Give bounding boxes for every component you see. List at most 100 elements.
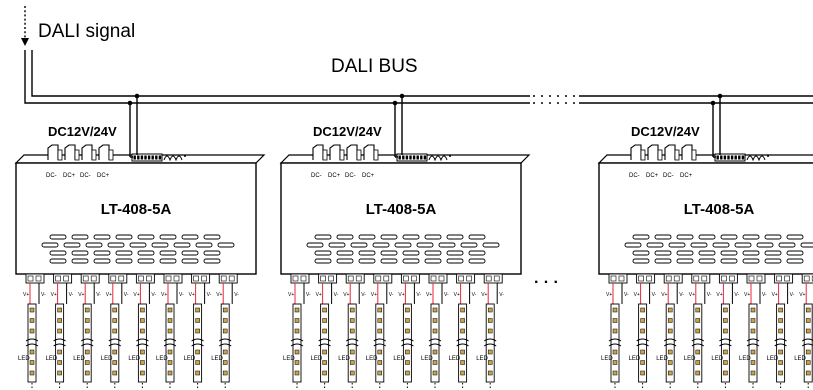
- led-chip-icon: [57, 328, 62, 334]
- strip-cut-icon: [290, 338, 304, 347]
- led-chip-icon: [750, 318, 756, 323]
- output-terminal: [290, 273, 310, 284]
- led-chip-icon: [112, 328, 118, 334]
- led-chip-icon: [195, 307, 200, 313]
- output-terminal: [191, 273, 211, 284]
- vplus-label: V+: [51, 292, 57, 298]
- led-chip-icon: [84, 328, 90, 334]
- led-strip: LED: [283, 303, 304, 390]
- led-chip-icon: [195, 370, 200, 376]
- dc-terminal-label: DC+: [63, 173, 76, 179]
- led-chip-icon: [405, 370, 410, 376]
- vent-slot: [380, 258, 398, 264]
- led-chip-icon: [778, 307, 783, 313]
- led-chip-icon: [432, 318, 438, 323]
- led-strip-body: [748, 303, 758, 383]
- led-chip-icon: [750, 328, 756, 334]
- led-chip-icon: [640, 318, 645, 323]
- led-chip-icon: [460, 349, 465, 355]
- vent-slot: [446, 258, 464, 264]
- vent-slot: [416, 242, 434, 248]
- vent-slot: [115, 250, 133, 256]
- vent-slot: [468, 258, 486, 264]
- vent-slot: [632, 258, 650, 264]
- led-chip-icon: [432, 360, 438, 365]
- led-chip-icon: [432, 349, 438, 355]
- led-label: LED: [366, 356, 378, 362]
- led-chip-icon: [322, 307, 327, 313]
- vent-slot: [328, 242, 346, 248]
- led-chip-icon: [640, 370, 645, 376]
- led-strip: LED: [46, 303, 66, 390]
- led-chip-icon: [667, 318, 673, 323]
- led-chip-icon: [805, 349, 811, 355]
- vent-slot: [159, 258, 177, 264]
- terminal-screw: [347, 275, 354, 282]
- controller-unit-2: DC12V/24VDC-DC+DC-DC+LT-408-5AV+V-LEDV+V…: [279, 96, 531, 390]
- output-terminal: [135, 273, 155, 284]
- vent-slot: [424, 234, 442, 240]
- led-chip-icon: [460, 370, 465, 376]
- led-chip-icon: [349, 328, 355, 334]
- vent-slot: [654, 250, 672, 256]
- led-label: LED: [101, 356, 113, 362]
- terminal-screw: [383, 275, 390, 282]
- led-chip-icon: [487, 328, 493, 334]
- led-chip-icon: [612, 307, 618, 313]
- terminal-screw: [82, 275, 89, 282]
- vplus-label: V+: [106, 292, 112, 298]
- vplus-label: V+: [189, 292, 195, 298]
- vminus-label: V-: [41, 292, 46, 298]
- dc-plug-icon: [47, 144, 59, 160]
- led-chip-icon: [222, 370, 228, 376]
- led-strip: LED: [656, 303, 677, 390]
- vent-slot: [107, 242, 125, 248]
- led-label: LED: [684, 356, 696, 362]
- vent-slot: [93, 234, 111, 240]
- led-strip-body: [292, 303, 302, 383]
- led-chip-icon: [112, 349, 118, 355]
- led-chip-icon: [29, 360, 35, 365]
- led-chip-icon: [723, 349, 728, 355]
- led-chip-icon: [195, 328, 200, 334]
- led-chip-icon: [487, 318, 493, 323]
- dc-plug-latch-icon: [91, 149, 97, 161]
- led-strip-body: [220, 303, 230, 383]
- dc-plug-icon: [647, 144, 659, 160]
- output-terminal: [428, 273, 448, 284]
- led-chip-icon: [140, 318, 145, 323]
- vplus-label: V+: [216, 292, 222, 298]
- vent-slot: [129, 242, 147, 248]
- led-chip-icon: [640, 307, 645, 313]
- vminus-label: V-: [334, 292, 339, 298]
- led-chip-icon: [778, 349, 783, 355]
- vent-slot: [71, 234, 89, 240]
- led-chip-icon: [405, 360, 410, 365]
- led-chip-icon: [140, 360, 145, 365]
- led-chip-icon: [640, 328, 645, 334]
- led-chip-icon: [460, 360, 465, 365]
- led-chip-icon: [612, 360, 618, 365]
- led-chip-icon: [57, 349, 62, 355]
- led-chip-icon: [349, 307, 355, 313]
- vent-slot: [195, 242, 213, 248]
- vminus-label: V-: [207, 292, 212, 298]
- led-strip: LED: [767, 303, 787, 390]
- vent-slot: [402, 258, 420, 264]
- led-chip-icon: [84, 318, 90, 323]
- dc-plug-icon: [98, 144, 110, 160]
- dc-plug-latch-icon: [674, 149, 680, 161]
- vent-slot: [85, 242, 103, 248]
- led-chip-icon: [29, 349, 35, 355]
- terminal-screw: [403, 275, 409, 282]
- output-terminal: [373, 273, 393, 284]
- led-chip-icon: [432, 370, 438, 376]
- dc-plug-latch-icon: [108, 149, 114, 161]
- led-chip-icon: [294, 349, 300, 355]
- led-chip-icon: [805, 307, 811, 313]
- vminus-label: V-: [444, 292, 449, 298]
- output-terminal: [345, 273, 365, 284]
- controller-box: [280, 162, 522, 275]
- vent-slot: [137, 234, 155, 240]
- led-label: LED: [338, 356, 350, 362]
